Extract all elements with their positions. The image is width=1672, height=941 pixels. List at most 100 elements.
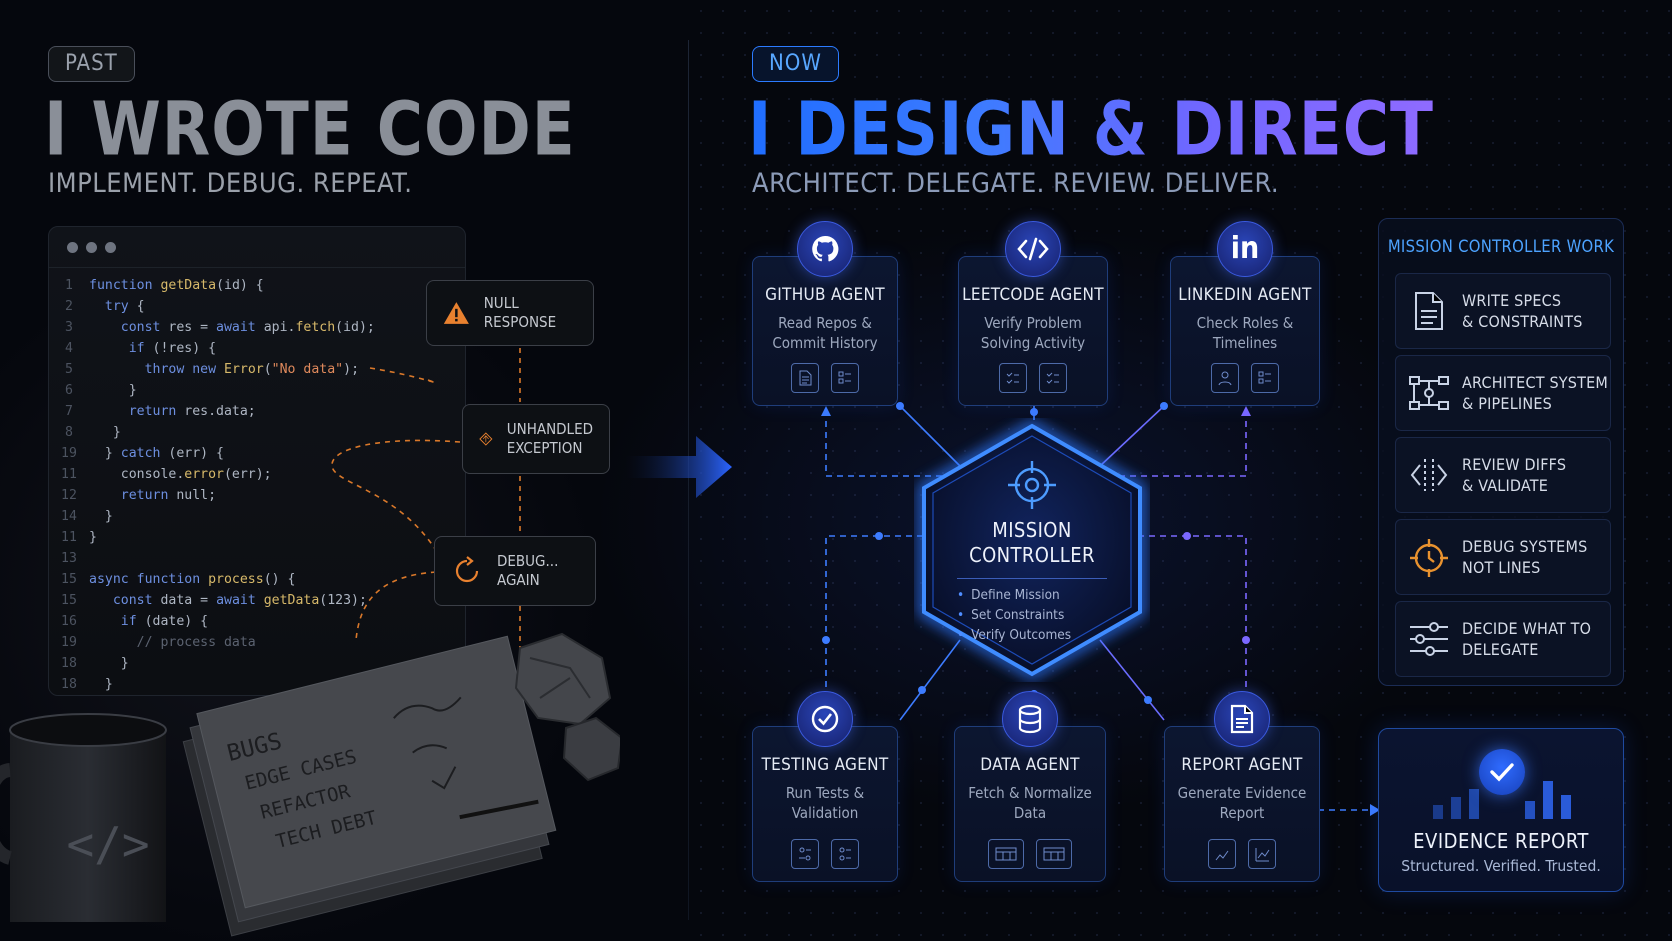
- connector-node: [875, 532, 883, 540]
- hub-title-line: MISSION: [992, 518, 1072, 542]
- agent-name: REPORT AGENT: [1181, 755, 1303, 775]
- checklist-icon: [1039, 363, 1067, 393]
- line-number: 16: [61, 614, 77, 629]
- data-agent-card: DATA AGENT Fetch & Normalize Data: [954, 691, 1106, 882]
- code-text: }: [89, 383, 137, 398]
- connector: [899, 405, 961, 467]
- code-line: 16 if (date) {: [49, 611, 465, 632]
- code-line: 11 console.error(err);: [49, 464, 465, 485]
- leetcode-agent-card: LEETCODE AGENT Verify Problem Solving Ac…: [958, 221, 1108, 406]
- arrowhead: [821, 406, 831, 416]
- now-tag: NOW: [752, 46, 839, 82]
- verified-check-icon: [1479, 749, 1525, 795]
- line-number: 18: [61, 656, 77, 671]
- connector: [825, 410, 962, 477]
- null-response-alert: NULL RESPONSE: [426, 280, 594, 346]
- alert-line: EXCEPTION: [506, 439, 583, 457]
- code-line: 15 const data = await getData(123);: [49, 590, 465, 611]
- agent-desc: Run Tests & Validation: [785, 784, 865, 822]
- warning-icon: [443, 302, 469, 324]
- work-item-line: & CONSTRAINTS: [1462, 312, 1583, 331]
- check-circle-icon: [797, 691, 853, 747]
- hub-title-line: CONTROLLER: [969, 543, 1095, 567]
- alert-line: AGAIN: [497, 571, 540, 589]
- hub-item: Verify Outcomes: [957, 625, 1107, 645]
- code-line: 13: [49, 548, 465, 569]
- connector-node: [918, 686, 926, 694]
- agent-desc: Read Repos & Commit History: [772, 314, 878, 352]
- sliders-icon: [1396, 619, 1462, 659]
- line-number: 1: [65, 278, 73, 293]
- checklist-icon: [999, 363, 1027, 393]
- line-number: 18: [61, 677, 77, 692]
- code-brackets-icon: [1005, 221, 1061, 277]
- window-controls: [67, 242, 116, 253]
- work-item-review: REVIEW DIFFS & VALIDATE: [1395, 437, 1611, 513]
- line-number: 11: [61, 530, 77, 545]
- connection-lines: [821, 402, 1380, 816]
- line-number: 19: [61, 635, 77, 650]
- crosshair-icon: [1008, 461, 1056, 509]
- agent-mini-icons: [955, 839, 1105, 869]
- work-item-text: ARCHITECT SYSTEM& PIPELINES: [1462, 372, 1608, 414]
- profile-icon: [1211, 363, 1239, 393]
- editor-title-divider: [49, 267, 465, 268]
- code-line: 2 try {: [49, 296, 465, 317]
- code-line: 6 }: [49, 380, 465, 401]
- work-item-line: REVIEW DIFFS: [1462, 455, 1567, 474]
- line-chart-icon: [1248, 839, 1276, 869]
- agent-mini-icons: [1171, 363, 1319, 393]
- code-text: if (date) {: [120, 614, 209, 629]
- code-line: 3 const res = await api.fetch(id);: [49, 317, 465, 338]
- work-item-line: DEBUG SYSTEMS: [1462, 537, 1588, 556]
- code-brackets-icon: </>: [66, 817, 149, 871]
- test-matrix-icon: [791, 839, 819, 869]
- line-number: 15: [61, 572, 77, 587]
- alert-line: DEBUG...: [497, 552, 559, 570]
- work-item-line: NOT LINES: [1462, 558, 1541, 577]
- work-item-architect: ARCHITECT SYSTEM& PIPELINES: [1395, 355, 1611, 431]
- window-dot: [86, 242, 97, 253]
- work-item-line: DECIDE WHAT TO: [1462, 619, 1592, 638]
- code-text: }: [89, 509, 113, 524]
- code-line: 18 }: [49, 674, 465, 695]
- code-text: console.error(err);: [89, 467, 272, 482]
- database-icon: [1002, 691, 1058, 747]
- test-matrix-icon: [831, 839, 859, 869]
- code-text: throw new Error("No data");: [144, 362, 360, 377]
- hub-item: Set Constraints: [957, 605, 1107, 625]
- agent-name: DATA AGENT: [980, 755, 1080, 775]
- alert-line: UNHANDLED: [506, 420, 593, 438]
- github-icon: [797, 221, 853, 277]
- code-line: 4 if (!res) {: [49, 338, 465, 359]
- arrowhead: [1370, 804, 1380, 816]
- debug-again-alert: DEBUG...AGAIN: [434, 536, 596, 606]
- code-text: if (!res) {: [128, 341, 217, 356]
- arrowhead: [1241, 406, 1251, 416]
- refresh-icon: [455, 556, 479, 583]
- agent-mini-icons: [959, 363, 1107, 393]
- report-agent-card: REPORT AGENT Generate Evidence Report: [1164, 691, 1320, 882]
- line-number: 4: [65, 341, 73, 356]
- connector-node: [896, 402, 904, 410]
- table-icon: [988, 839, 1024, 869]
- alert-text: NULL RESPONSE: [483, 294, 557, 331]
- linkedin-logo-text: in: [1230, 231, 1260, 266]
- agent-name: TESTING AGENT: [761, 755, 889, 775]
- alert-text-block: DEBUG...AGAIN: [497, 552, 558, 590]
- code-text: } catch (err) {: [89, 446, 224, 461]
- line-number: 14: [61, 509, 77, 524]
- work-item-line: & VALIDATE: [1462, 476, 1549, 495]
- work-item-line: & PIPELINES: [1462, 394, 1552, 413]
- linkedin-icon: in: [1217, 221, 1273, 277]
- transition-arrow: [626, 436, 732, 498]
- code-line: 18 }: [49, 653, 465, 674]
